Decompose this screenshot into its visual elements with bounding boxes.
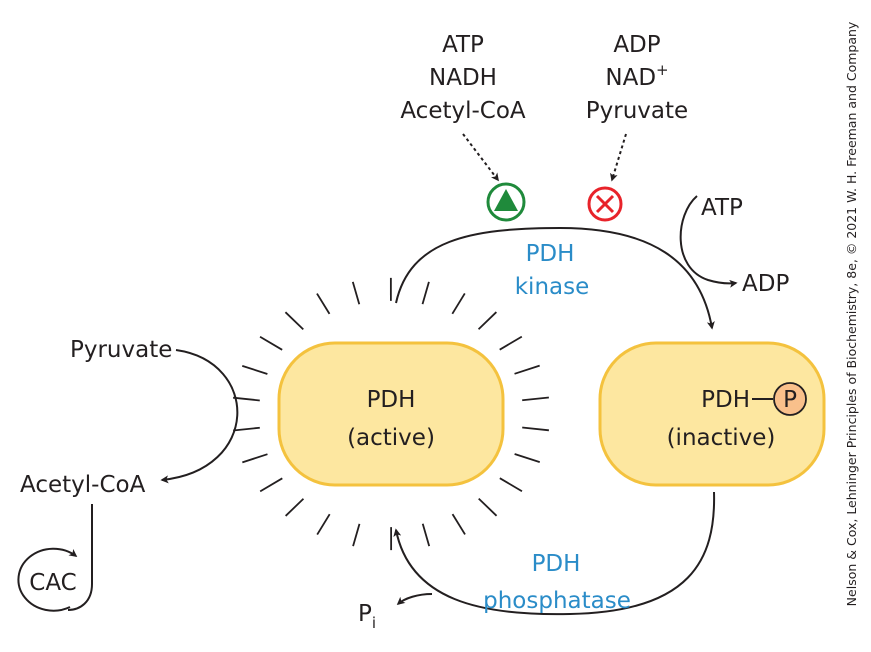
glow-ray <box>514 364 540 375</box>
inhibition-dashed-arrow <box>610 133 627 182</box>
activator-list: ATP NADH Acetyl-CoA <box>400 32 526 124</box>
glow-ray <box>259 477 283 493</box>
pyruvate-to-acetylcoa-arrow <box>160 349 239 484</box>
inhibitor-adp: ADP <box>613 32 660 58</box>
glow-ray <box>241 364 268 375</box>
glow-ray <box>351 281 361 305</box>
glow-ray <box>478 497 498 517</box>
glow-ray <box>522 426 549 432</box>
activator-acetyl-coa: Acetyl-CoA <box>400 98 526 124</box>
pdh-inactive-label: PDH <box>701 387 750 413</box>
activation-icon <box>486 182 526 222</box>
pdh-active-state: (active) <box>347 425 435 451</box>
pdh-active-label: PDH <box>367 387 416 413</box>
pdh-inactive-state: (inactive) <box>667 425 776 451</box>
pdh-inactive: PDH P (inactive) <box>598 341 826 487</box>
activation-dashed-arrow <box>462 133 499 182</box>
glow-ray <box>514 453 541 464</box>
active-glow-rays <box>233 277 549 551</box>
glow-ray <box>233 396 260 402</box>
glow-ray <box>451 513 466 535</box>
pdh-active: PDH (active) <box>277 341 505 487</box>
kinase-arrow <box>395 226 715 330</box>
kinase-label-2: kinase <box>515 274 590 300</box>
kinase-adp: ADP <box>742 271 789 297</box>
glow-ray <box>242 453 268 464</box>
left-acetyl-coa: Acetyl-CoA <box>20 472 146 498</box>
left-pyruvate: Pyruvate <box>70 337 172 363</box>
phosphatase-label-1: PDH <box>532 551 581 577</box>
copyright-credit: Nelson & Cox, Lehninger Principles of Bi… <box>844 21 859 606</box>
inhibitor-pyruvate: Pyruvate <box>586 98 688 124</box>
glow-ray <box>451 292 466 315</box>
glow-ray <box>522 396 549 402</box>
inhibitor-nad: NAD+ <box>605 61 668 91</box>
inhibition-icon <box>587 186 623 222</box>
glow-ray <box>284 311 304 331</box>
glow-ray <box>352 523 361 547</box>
glow-ray <box>421 523 431 547</box>
inhibitor-list: ADP NAD+ Pyruvate <box>586 32 688 124</box>
glow-ray <box>499 335 523 351</box>
glow-ray <box>259 336 283 351</box>
activator-atp: ATP <box>442 32 484 58</box>
atp-adp-arrow <box>679 195 738 288</box>
glow-ray <box>316 513 331 536</box>
glow-ray <box>316 293 331 315</box>
phosphatase-label-2: phosphatase <box>483 588 631 614</box>
phosphatase-arrow <box>393 491 716 616</box>
phosphate-label: Pi <box>358 601 376 632</box>
phosphate-group-icon <box>773 382 807 416</box>
kinase-atp: ATP <box>701 195 743 221</box>
activator-nadh: NADH <box>429 65 497 91</box>
phosphate-group-label: P <box>783 387 797 413</box>
cac-label: CAC <box>29 570 76 596</box>
glow-ray <box>499 477 523 492</box>
glow-ray <box>477 311 497 330</box>
glow-ray <box>285 498 305 517</box>
glow-ray <box>233 426 260 432</box>
cac-cycle-arrow <box>17 547 78 612</box>
acetylcoa-to-cac-line <box>67 504 93 611</box>
glow-ray <box>421 281 430 305</box>
kinase-label-1: PDH <box>526 241 575 267</box>
pi-release-arrow <box>396 593 433 606</box>
